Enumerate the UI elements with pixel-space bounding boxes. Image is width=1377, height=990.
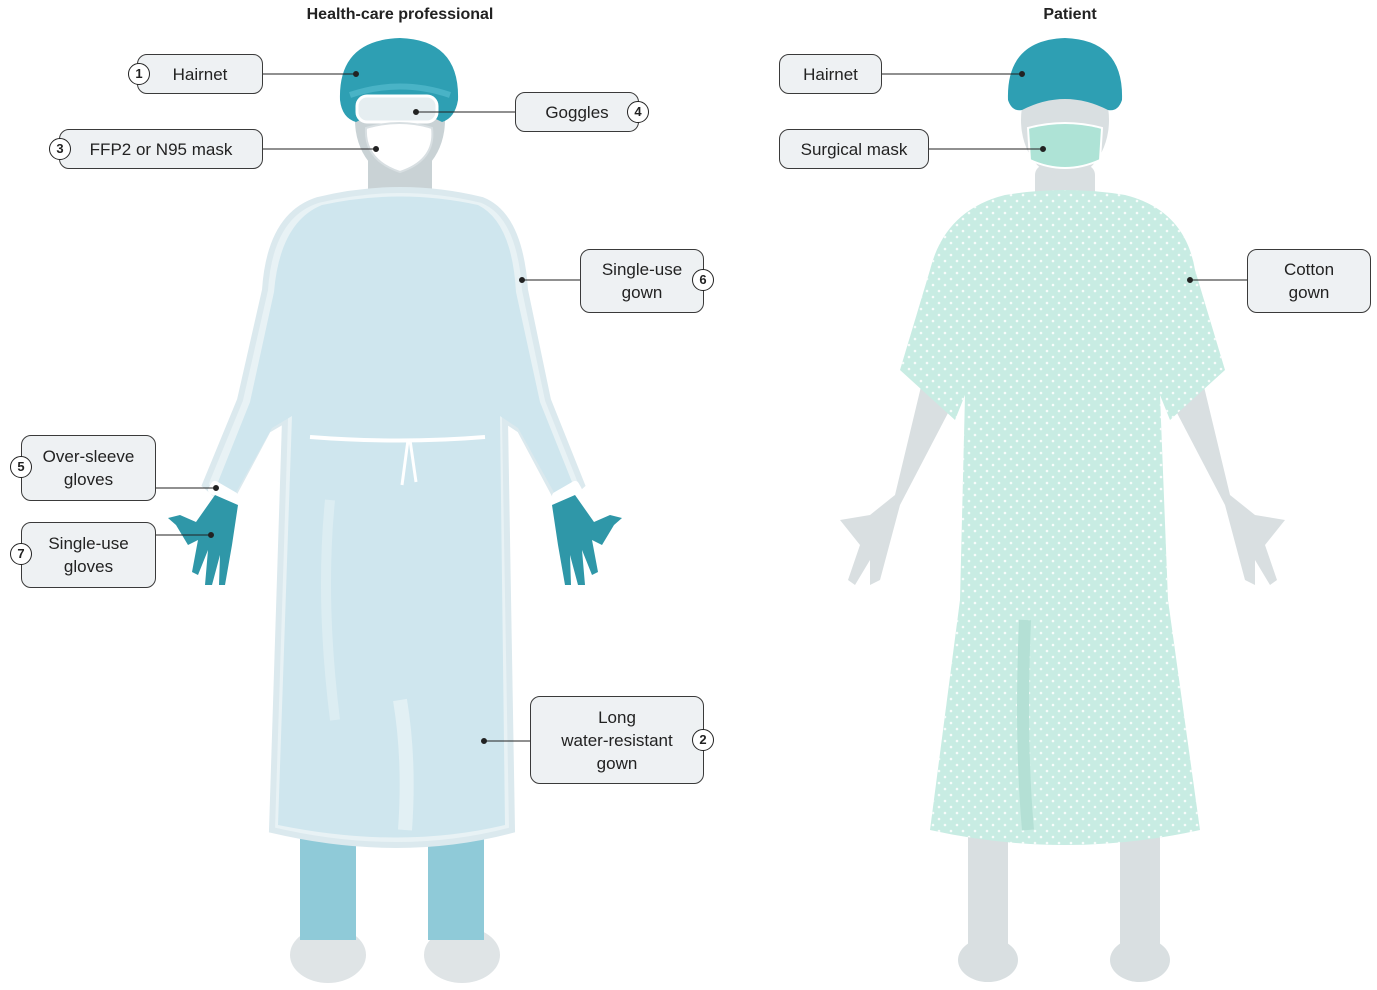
hcp-goggles bbox=[357, 96, 437, 122]
badge-7: 7 bbox=[10, 543, 32, 565]
label-text: Single-use bbox=[48, 532, 128, 555]
label-text: Long bbox=[598, 706, 636, 729]
label-text: Single-use bbox=[602, 258, 682, 281]
label-text: gloves bbox=[64, 468, 113, 491]
patient-gown-fold bbox=[1023, 620, 1028, 830]
badge-3: 3 bbox=[49, 138, 71, 160]
label-hcp-mask: FFP2 or N95 mask bbox=[59, 129, 263, 169]
patient-figure bbox=[840, 38, 1285, 982]
badge-4: 4 bbox=[627, 101, 649, 123]
label-text: Hairnet bbox=[173, 63, 228, 86]
label-patient-surgical-mask: Surgical mask bbox=[779, 129, 929, 169]
patient-gown-dots bbox=[900, 190, 1225, 845]
label-hcp-hairnet: Hairnet bbox=[137, 54, 263, 94]
hcp-leg-cover-left bbox=[300, 830, 356, 940]
patient-surgical-mask bbox=[1028, 123, 1102, 168]
label-text: gloves bbox=[64, 555, 113, 578]
label-text: Goggles bbox=[545, 101, 608, 124]
label-text: gown bbox=[1289, 281, 1330, 304]
badge-5: 5 bbox=[10, 456, 32, 478]
badge-1: 1 bbox=[128, 63, 150, 85]
label-hcp-oversleeve-gloves: Over-sleeve gloves bbox=[21, 435, 156, 501]
label-text: Cotton bbox=[1284, 258, 1334, 281]
hcp-gown-fold bbox=[400, 700, 407, 830]
label-text: gown bbox=[597, 752, 638, 775]
hcp-leg-cover-right bbox=[428, 830, 484, 940]
label-text: water-resistant bbox=[561, 729, 672, 752]
label-patient-hairnet: Hairnet bbox=[779, 54, 882, 94]
hcp-glove-left bbox=[168, 495, 238, 585]
badge-2: 2 bbox=[692, 729, 714, 751]
label-text: Over-sleeve bbox=[43, 445, 135, 468]
label-hcp-single-use-gown: Single-use gown bbox=[580, 249, 704, 313]
badge-6: 6 bbox=[692, 269, 714, 291]
label-hcp-goggles: Goggles bbox=[515, 92, 639, 132]
label-text: FFP2 or N95 mask bbox=[90, 138, 233, 161]
label-text: Hairnet bbox=[803, 63, 858, 86]
label-hcp-long-gown: Long water-resistant gown bbox=[530, 696, 704, 784]
hcp-figure bbox=[168, 38, 622, 983]
label-text: Surgical mask bbox=[801, 138, 908, 161]
hcp-glove-right bbox=[552, 495, 622, 585]
label-text: gown bbox=[622, 281, 663, 304]
label-hcp-single-use-gloves: Single-use gloves bbox=[21, 522, 156, 588]
label-patient-cotton-gown: Cotton gown bbox=[1247, 249, 1371, 313]
